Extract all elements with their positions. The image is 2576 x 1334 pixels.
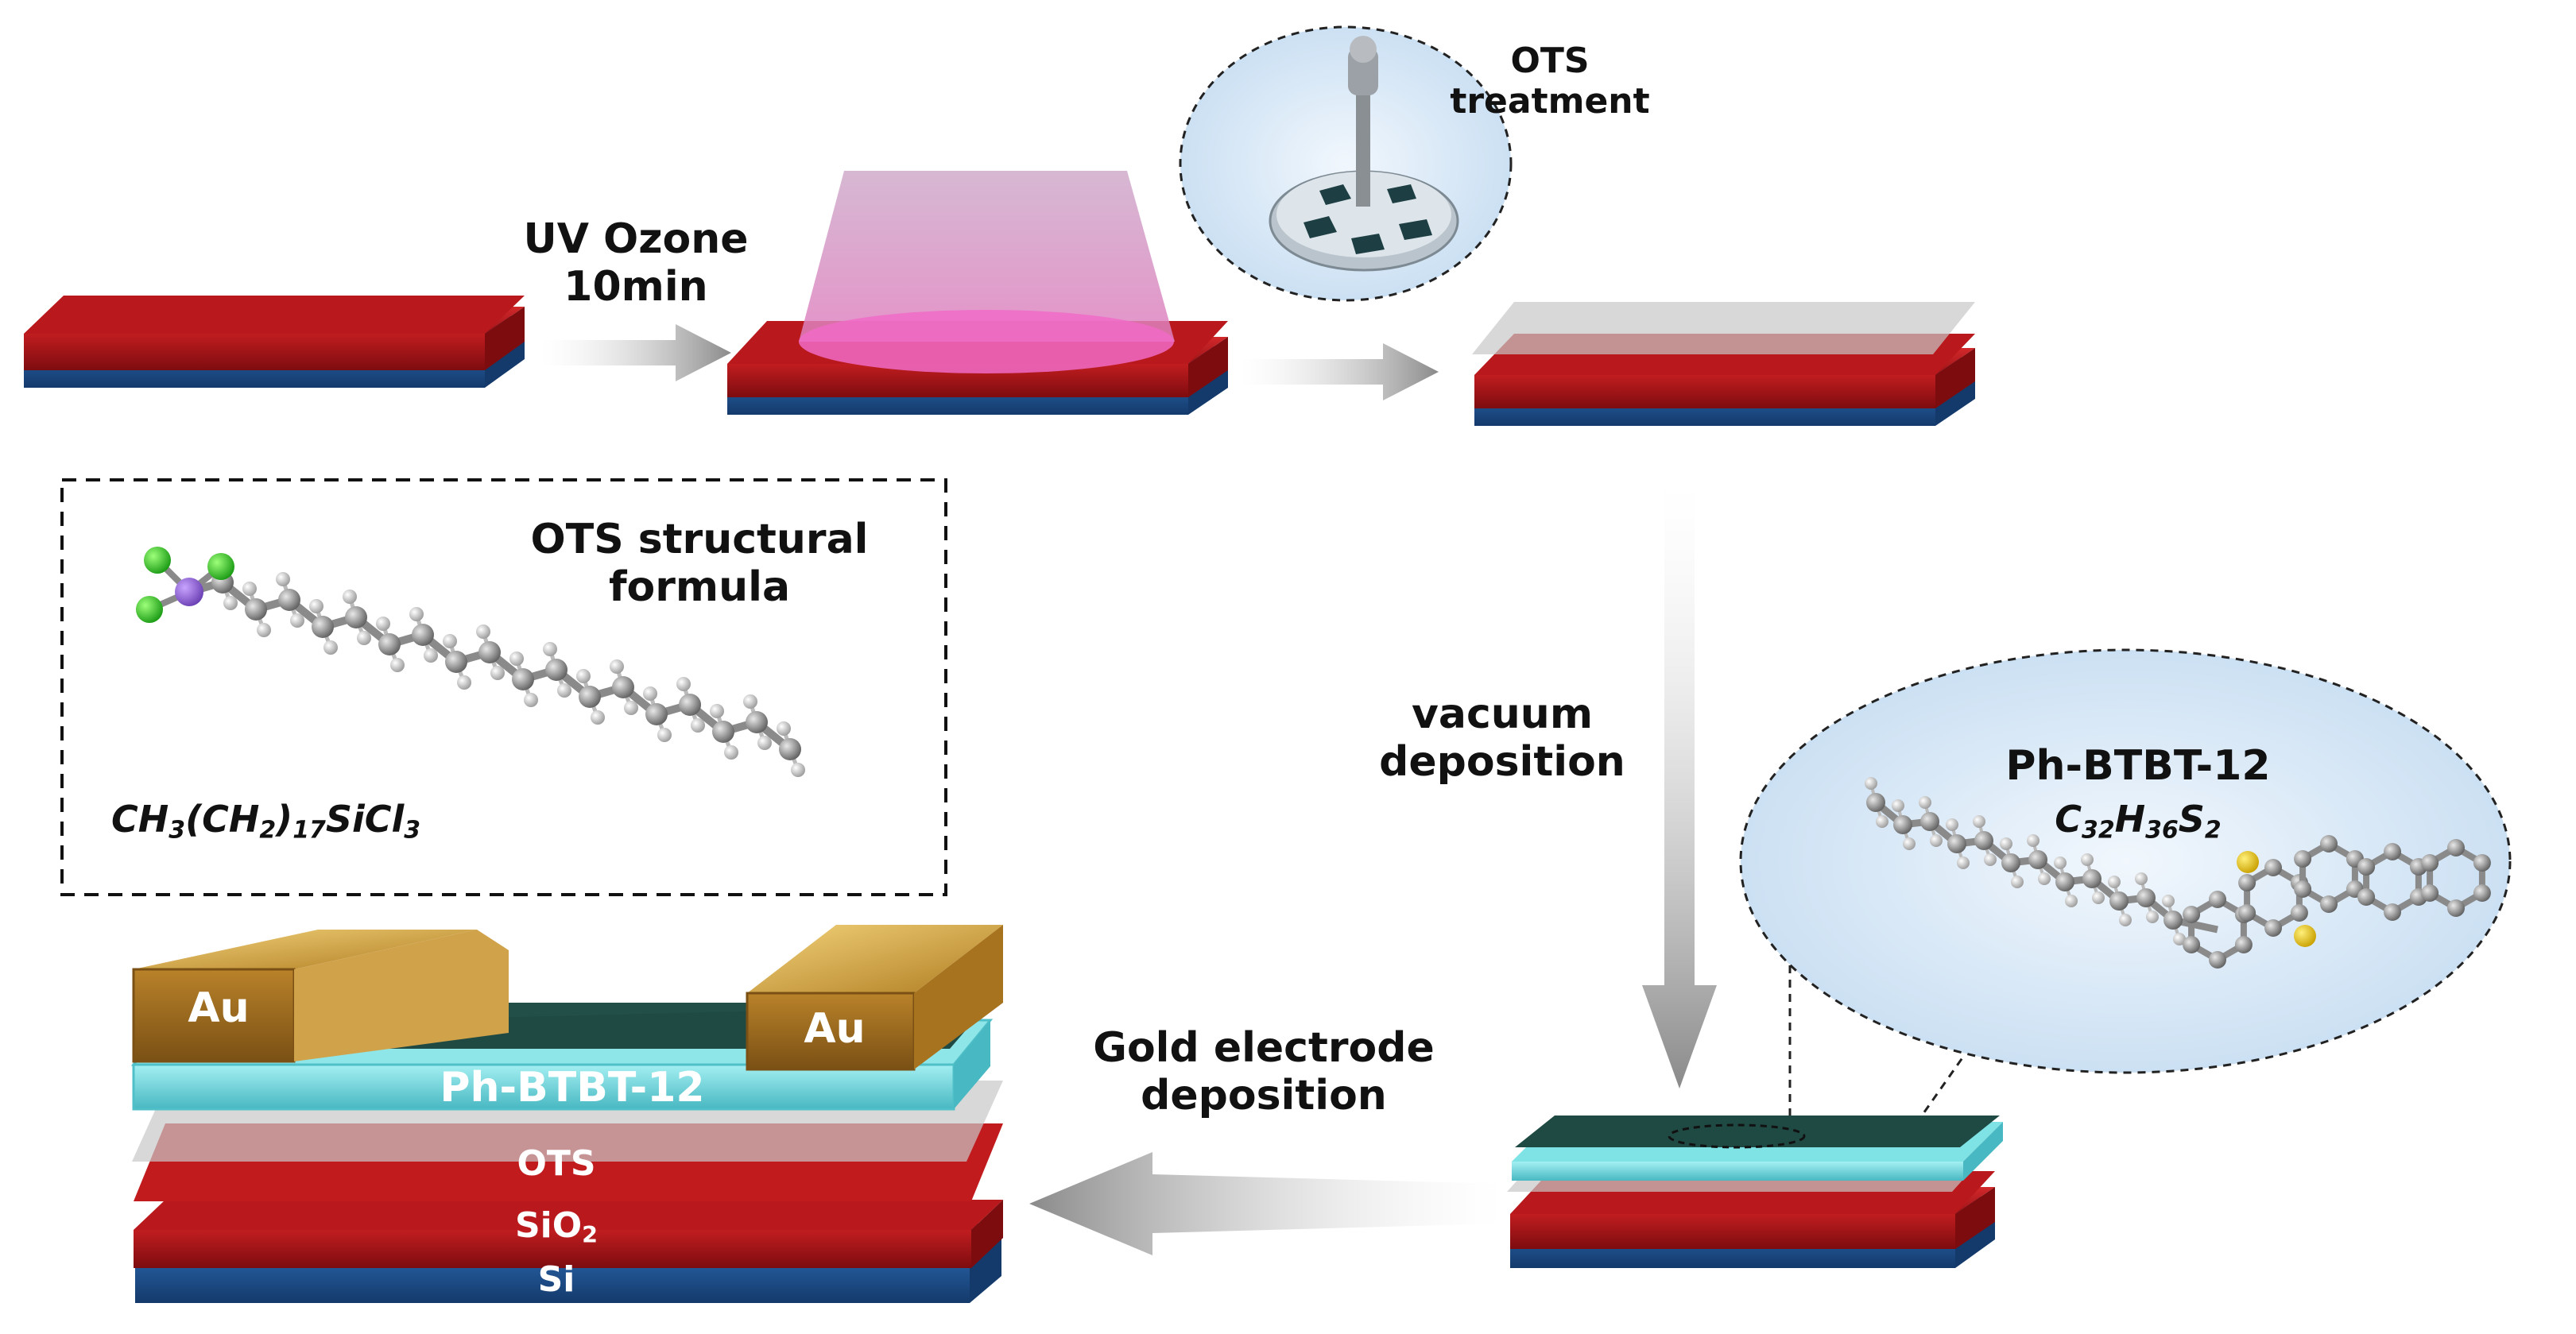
arrow-right-icon: [1240, 343, 1439, 400]
substrate-ots: [1472, 302, 1975, 426]
substrate-ph-btbt: [1507, 1116, 2003, 1268]
ots-formula: CH3(CH2)17SiCl3: [111, 798, 421, 845]
gold-deposition-label: Gold electrode deposition: [1093, 1024, 1435, 1119]
ots-box-title: OTS structural formula: [530, 516, 869, 611]
semiconductor-layer-label: Ph-BTBT-12: [440, 1064, 705, 1112]
vacuum-deposition-label: vacuum deposition: [1379, 690, 1625, 786]
uv-ozone-label: UV Ozone 10min: [523, 215, 749, 311]
au-electrode-right: [746, 925, 1003, 1071]
au-right-label: Au: [804, 1005, 866, 1053]
ph-btbt-name: Ph-BTBT-12: [2005, 742, 2271, 790]
ots-molecule-icon: [136, 547, 805, 777]
arrow-right-icon: [540, 324, 731, 381]
ph-btbt-molecule-icon: [1865, 777, 2491, 969]
uv-lamp-cone: [799, 171, 1175, 373]
substrate-bare: [24, 296, 525, 388]
au-electrode-left: [132, 930, 509, 1063]
ph-btbt-bubble: [1739, 648, 2512, 1148]
oxide-layer-label: SiO2: [514, 1205, 598, 1249]
arrow-left-icon: [1029, 1152, 1502, 1255]
ots-dish-icon: [1269, 36, 1459, 272]
ph-btbt-formula: C32H36S2: [2055, 798, 2222, 845]
au-left-label: Au: [188, 984, 250, 1032]
ots-formula-box: [60, 478, 947, 896]
arrow-down-icon: [1642, 485, 1717, 1088]
ots-treatment-label: OTS treatment: [1450, 41, 1650, 122]
si-layer-label: Si: [537, 1259, 575, 1300]
ots-layer-label: OTS: [517, 1143, 596, 1184]
